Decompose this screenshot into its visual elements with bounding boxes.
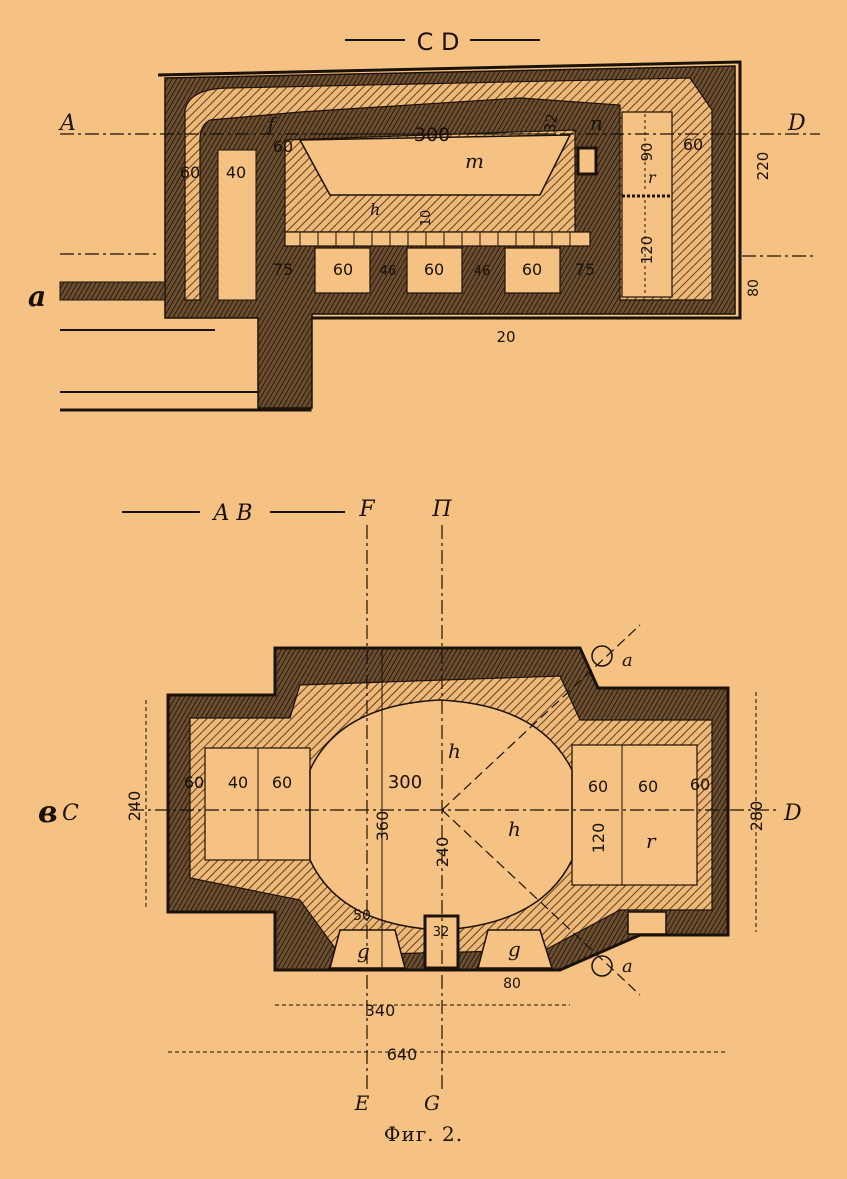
plan-dim-240-center: 240 (433, 837, 452, 868)
plan-letter-a-top: a (622, 650, 633, 671)
top-dim-10: 10 (419, 210, 434, 227)
plan-mark-f: F (358, 497, 375, 522)
top-letter-r: r (648, 168, 657, 187)
plan-dim-300: 300 (388, 772, 422, 793)
port-g-left (329, 929, 406, 969)
top-dim-row: 75 (273, 260, 293, 279)
top-dim-32: 32 (541, 112, 562, 134)
top-mark-a: A (58, 111, 76, 136)
top-section-view: C D (28, 28, 820, 412)
top-letter-n: n (590, 111, 603, 135)
top-dim-60-a: 60 (273, 137, 293, 156)
plan-right-chamber (571, 744, 698, 886)
grate-row (284, 231, 591, 247)
plan-dim-50: 50 (353, 908, 371, 924)
top-dim-220: 220 (754, 152, 772, 181)
flue-3 (504, 247, 561, 294)
top-dim-row: 60 (522, 260, 542, 279)
plan-dim-40: 40 (228, 773, 248, 792)
plan-side-label: в (38, 795, 58, 830)
plan-dim-240-left: 240 (125, 791, 144, 822)
plan-letter-h2: h (508, 817, 521, 841)
plan-dim-32: 32 (433, 925, 450, 940)
marker-a-bottom (591, 955, 613, 977)
plan-mark-c: C (62, 801, 79, 826)
plan-dim-360: 360 (373, 811, 392, 842)
plan-dim-640: 640 (387, 1045, 418, 1064)
top-dim-row: 46 (380, 264, 397, 279)
plan-dim-280: 280 (747, 801, 766, 832)
plan-dim-60-r1: 60 (588, 777, 608, 796)
regenerator-chamber (621, 111, 673, 298)
left-flue-channel (217, 149, 257, 301)
top-side-label: a (28, 280, 46, 313)
port-right-small (627, 911, 667, 935)
top-dim-300: 300 (414, 124, 450, 146)
flue-2 (406, 247, 463, 294)
top-dim-90: 90 (638, 142, 656, 161)
top-dim-120: 120 (638, 236, 656, 265)
marker-a-top (591, 645, 613, 667)
gas-inlet-a (59, 281, 166, 301)
top-letter-m: m (465, 149, 484, 173)
port-g-right (477, 929, 554, 969)
top-dim-20: 20 (496, 328, 515, 346)
top-section-title: C D (417, 28, 460, 56)
top-dim-row: 75 (575, 260, 595, 279)
plan-mark-e: E (354, 1091, 370, 1115)
plan-dim-60-left: 60 (184, 773, 204, 792)
top-dim-40: 40 (226, 163, 246, 182)
plan-section-title: A B (211, 501, 252, 526)
plan-letter-r: r (646, 829, 657, 853)
top-dim-row: 60 (333, 260, 353, 279)
top-dim-60-c: 60 (683, 135, 703, 154)
figure-caption: Фиг. 2. (383, 1122, 464, 1146)
plan-hearth (309, 699, 573, 931)
top-letter-h: h (370, 200, 380, 219)
bath-m (298, 134, 572, 196)
plan-dim-60-r2: 60 (638, 777, 658, 796)
plan-dim-340: 340 (365, 1001, 396, 1020)
plan-mark-p: П (431, 497, 452, 522)
plan-dim-60-left2: 60 (272, 773, 292, 792)
flue-1 (314, 247, 371, 294)
top-dim-80: 80 (746, 279, 762, 297)
plan-letter-a-bottom: a (622, 956, 633, 977)
plan-mark-d: D (783, 801, 802, 826)
door-r (576, 146, 598, 176)
plan-mark-g: G (424, 1091, 440, 1115)
top-dim-row: 46 (474, 264, 491, 279)
top-dim-row: 60 (424, 260, 444, 279)
top-mark-d: D (787, 111, 806, 136)
top-dim-60-b: 60 (180, 163, 200, 182)
plan-letter-g-right: g (508, 937, 521, 961)
plan-letter-g-left: g (357, 939, 370, 963)
plan-dim-60-r3: 60 (690, 775, 710, 794)
plan-dim-120: 120 (589, 823, 608, 854)
plan-section-view: A B F П в C D E G a a (38, 497, 802, 1115)
plan-dim-80: 80 (503, 976, 521, 992)
plan-letter-h1: h (448, 739, 461, 763)
